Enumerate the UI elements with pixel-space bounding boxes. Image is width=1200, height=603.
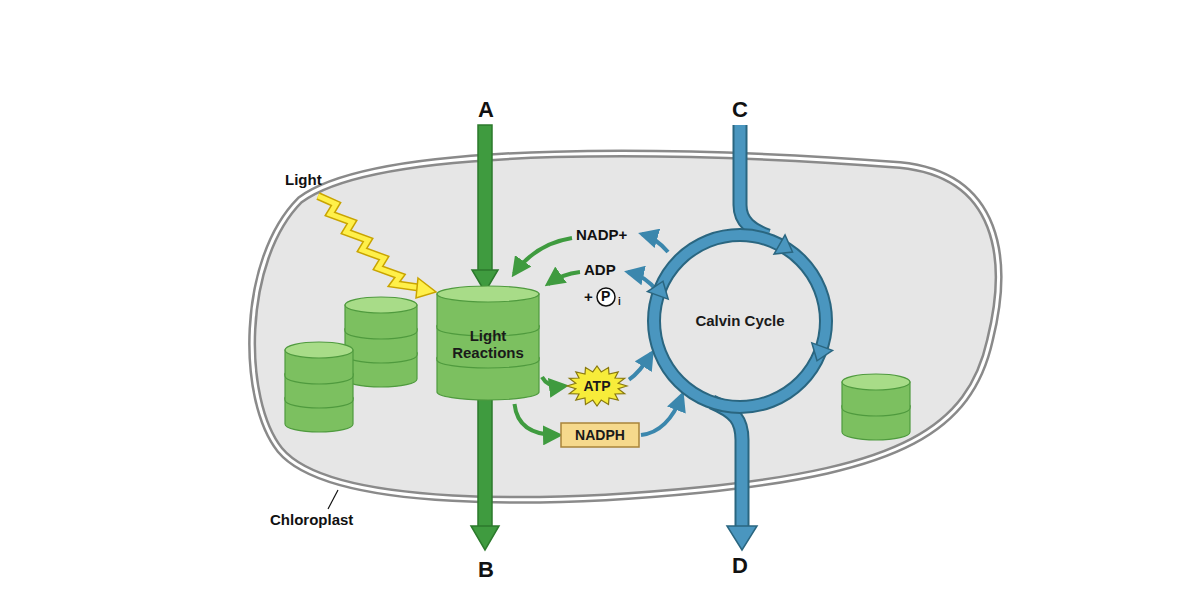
- part-label: Chloroplast: [270, 512, 353, 529]
- nadp-to-light-arrow: [514, 238, 572, 274]
- part-label: NADP+: [576, 227, 627, 244]
- thylakoid-top: [437, 286, 539, 302]
- part-label: +: [584, 289, 593, 306]
- node-label: Calvin Cycle: [685, 312, 795, 329]
- chloroplast-leader: [328, 490, 338, 509]
- light-ray-core: [318, 196, 422, 288]
- node-label: NADPH: [575, 427, 625, 443]
- flow-arrow: [629, 353, 652, 380]
- adp-to-light-arrow: [548, 272, 580, 284]
- thylakoid-top: [285, 342, 353, 358]
- thylakoid-top: [345, 297, 417, 313]
- input-arrow-c-core: [740, 125, 768, 236]
- io-letter: D: [732, 554, 748, 578]
- chloroplast-inner-line: [252, 154, 998, 500]
- nadph-box: NADPH: [560, 422, 640, 448]
- io-letter: B: [478, 558, 494, 582]
- output-arrowhead-b: [471, 526, 499, 550]
- output-arrowhead-d: [727, 526, 757, 550]
- atp-starburst: ATP: [566, 365, 628, 407]
- output-arrow-d: [712, 402, 742, 528]
- input-arrow-a: [478, 125, 492, 273]
- calvin-cycle: Calvin Cycle: [640, 228, 840, 414]
- calvin-to-nadp-arrow: [642, 234, 668, 252]
- part-label: Light: [285, 172, 322, 189]
- light-arrowhead: [416, 278, 436, 298]
- input-arrow-c: [740, 125, 768, 236]
- node-label: Light Reactions: [440, 327, 536, 362]
- light-ray: [318, 196, 422, 288]
- light-reactions-stack: Light Reactions: [435, 285, 541, 403]
- output-arrow-d-core: [712, 402, 742, 528]
- chloroplast-outline: [252, 154, 998, 500]
- node-label: ATP: [584, 378, 611, 394]
- flow-arrow: [515, 404, 560, 435]
- output-arrow-b: [478, 395, 492, 528]
- io-letter: C: [732, 98, 748, 122]
- io-letter: A: [478, 98, 494, 122]
- flow-arrow: [641, 395, 682, 435]
- part-label: i: [618, 296, 621, 307]
- part-label: P: [601, 289, 610, 304]
- part-label: ADP: [584, 262, 616, 279]
- phosphate-circle: [597, 288, 615, 306]
- flow-arrow: [542, 377, 565, 386]
- thylakoid-top: [842, 374, 910, 390]
